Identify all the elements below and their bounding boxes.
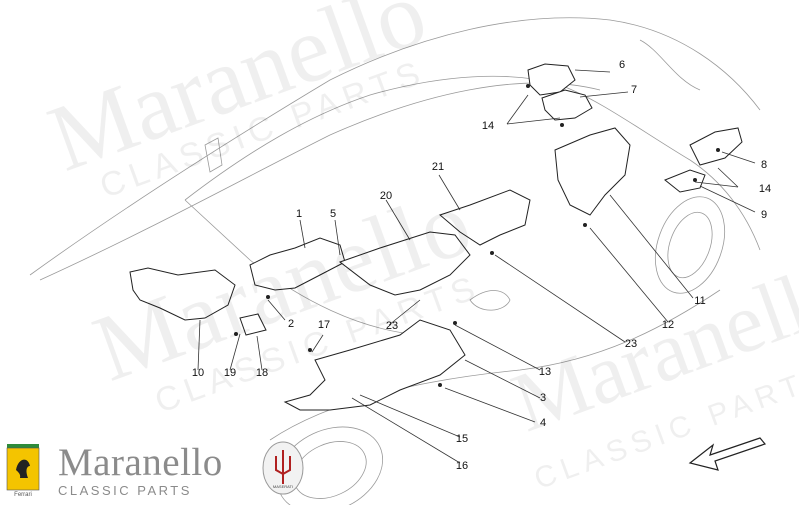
part-11-shield bbox=[554, 127, 631, 216]
maserati-trident-logo: MASERATI bbox=[262, 441, 304, 495]
part-20-tunnel bbox=[338, 231, 471, 296]
callout-14a: 14 bbox=[481, 120, 495, 132]
callout-20: 20 bbox=[379, 190, 393, 202]
brand-wordmark: Maranello CLASSIC PARTS bbox=[58, 441, 223, 499]
callout-23a: 23 bbox=[385, 320, 399, 332]
callout-6: 6 bbox=[618, 59, 626, 71]
callout-4: 4 bbox=[539, 417, 547, 429]
part-10-shield bbox=[129, 267, 236, 321]
callout-18: 18 bbox=[255, 367, 269, 379]
callout-8: 8 bbox=[760, 159, 768, 171]
part-3-underbody bbox=[283, 319, 466, 411]
callout-7: 7 bbox=[630, 84, 638, 96]
part-7-bracket bbox=[541, 89, 593, 121]
callout-9: 9 bbox=[760, 209, 768, 221]
callout-21: 21 bbox=[431, 161, 445, 173]
part-6-cover bbox=[527, 63, 576, 96]
callout-23b: 23 bbox=[624, 338, 638, 350]
callout-16: 16 bbox=[455, 460, 469, 472]
callout-11: 11 bbox=[694, 295, 706, 307]
callout-2: 2 bbox=[287, 318, 295, 330]
ferrari-shield-logo: Ferrari bbox=[6, 444, 40, 498]
callout-10: 10 bbox=[191, 367, 205, 379]
direction-arrow bbox=[688, 437, 767, 471]
heat-shield-parts bbox=[129, 63, 743, 411]
fasteners bbox=[234, 84, 720, 387]
callout-1: 1 bbox=[295, 208, 303, 220]
callout-15: 15 bbox=[455, 433, 469, 445]
ferrari-label: Ferrari bbox=[14, 492, 32, 498]
callout-13: 13 bbox=[538, 366, 552, 378]
maserati-label: MASERATI bbox=[273, 484, 293, 489]
callout-14b: 14 bbox=[758, 183, 772, 195]
part-21-shield bbox=[439, 189, 531, 246]
callout-5: 5 bbox=[329, 208, 337, 220]
leader-lines bbox=[197, 69, 756, 464]
brand-name: Maranello bbox=[58, 441, 223, 484]
part-9-bracket bbox=[664, 169, 706, 193]
callout-3: 3 bbox=[539, 392, 547, 404]
callout-17: 17 bbox=[317, 319, 331, 331]
callout-12: 12 bbox=[661, 319, 675, 331]
brand-subtitle: CLASSIC PARTS bbox=[58, 483, 192, 498]
part-18-bracket bbox=[239, 313, 267, 336]
callout-19: 19 bbox=[223, 367, 237, 379]
part-8-shield bbox=[689, 127, 743, 166]
